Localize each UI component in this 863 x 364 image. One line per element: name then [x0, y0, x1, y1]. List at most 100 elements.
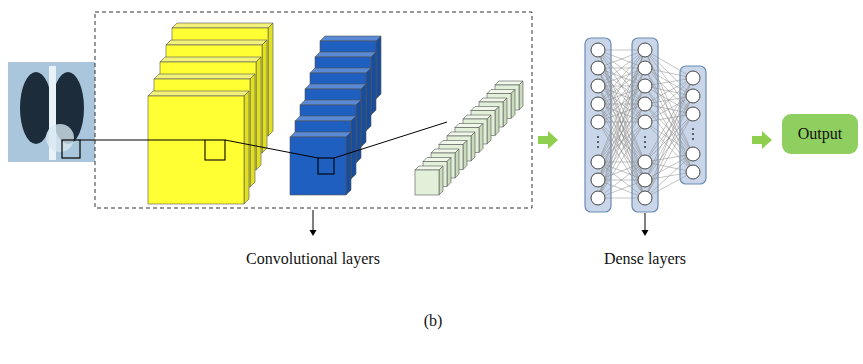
weight-line — [598, 104, 645, 198]
projection-line — [80, 140, 205, 141]
slab-side — [346, 132, 351, 195]
neuron — [591, 155, 605, 169]
neuron — [591, 115, 605, 129]
weight-line — [645, 50, 693, 96]
patch-square — [205, 140, 225, 160]
layer-column — [680, 66, 706, 184]
blue-feature-maps — [290, 36, 381, 195]
weight-line — [645, 50, 693, 78]
projection-line — [225, 140, 318, 158]
neuron — [686, 165, 700, 179]
projection-line — [334, 122, 447, 158]
slab-side — [356, 100, 361, 163]
slab-top — [431, 149, 459, 153]
slab-side — [439, 166, 443, 195]
slab-side — [366, 68, 371, 131]
neuron — [591, 97, 605, 111]
pointer-line — [645, 213, 646, 231]
neuron — [686, 147, 700, 161]
green-feature-maps — [415, 81, 523, 195]
weight-line — [645, 172, 693, 198]
slab-top — [415, 166, 443, 170]
slab-side — [479, 124, 483, 153]
slab-top — [310, 68, 371, 73]
neuron — [638, 115, 652, 129]
ellipsis-dot — [644, 146, 646, 148]
slab-front — [415, 170, 439, 195]
xray-image — [8, 62, 95, 162]
ellipsis-dot — [644, 141, 646, 143]
patch-square — [318, 158, 334, 174]
slab-side — [250, 74, 255, 187]
neuron — [591, 43, 605, 57]
slab-side — [351, 116, 356, 179]
pointer-head — [310, 230, 317, 236]
slab-top — [305, 84, 366, 89]
weight-line — [598, 180, 645, 198]
weight-line — [598, 50, 645, 68]
ellipsis-dot — [644, 136, 646, 138]
slab-top — [495, 81, 523, 85]
weight-line — [598, 162, 645, 180]
ellipsis-dot — [692, 133, 694, 135]
slab-side — [256, 57, 261, 170]
slab-front — [148, 96, 244, 204]
weight-line — [645, 96, 693, 198]
slab-side — [511, 90, 515, 119]
slab-side — [503, 98, 507, 127]
ellipsis-dot — [597, 146, 599, 148]
slab-top — [300, 100, 361, 105]
ellipsis-dot — [692, 138, 694, 140]
slab-top — [295, 116, 356, 121]
weight-line — [598, 50, 645, 104]
neuron — [638, 155, 652, 169]
slab-top — [479, 98, 507, 102]
flow-arrow — [752, 131, 772, 149]
weight-line — [645, 78, 693, 180]
neuron — [591, 61, 605, 75]
neuron — [638, 43, 652, 57]
weight-line — [598, 50, 645, 104]
slab-side — [487, 115, 491, 144]
slab-side — [455, 149, 459, 178]
slab-side — [447, 158, 451, 187]
slab-top — [315, 52, 376, 57]
slab-top — [154, 74, 255, 79]
neuron — [591, 191, 605, 205]
neuron — [591, 173, 605, 187]
layer-label: Dense layers — [604, 250, 686, 268]
neuron — [638, 191, 652, 205]
pointer-head — [642, 230, 649, 236]
slab-top — [487, 90, 515, 94]
dense-network — [585, 38, 706, 212]
weight-line — [598, 180, 645, 198]
patch-square — [62, 140, 80, 158]
neuron — [638, 61, 652, 75]
flow-arrow — [538, 131, 558, 149]
weight-line — [598, 50, 645, 68]
neuron — [638, 97, 652, 111]
slab-side — [471, 132, 475, 161]
dashed-frame — [95, 12, 532, 208]
slab-side — [244, 91, 249, 204]
layer-label: Convolutional layers — [246, 250, 380, 268]
box-text: Output — [798, 125, 842, 143]
yellow-feature-maps — [148, 23, 273, 204]
slab-side — [361, 84, 366, 147]
slab-top — [172, 23, 273, 28]
ellipsis-dot — [597, 136, 599, 138]
slab-top — [290, 132, 351, 137]
weight-line — [598, 68, 645, 122]
neuron — [591, 79, 605, 93]
slab-side — [268, 23, 273, 136]
heart — [46, 124, 74, 152]
slab-top — [463, 115, 491, 119]
slab-top — [423, 158, 451, 162]
slab-front — [290, 137, 346, 195]
ellipsis-dot — [597, 141, 599, 143]
slab-top — [148, 91, 249, 96]
figure-caption: (b) — [424, 312, 443, 330]
